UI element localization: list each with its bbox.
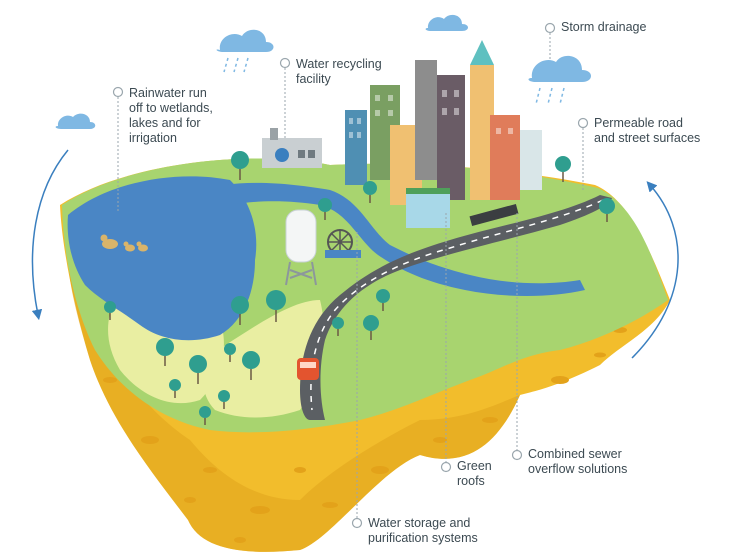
city-buildings — [345, 40, 542, 228]
car-icon — [297, 358, 319, 380]
lake — [67, 176, 585, 341]
leader-lines — [117, 33, 584, 520]
tree-icon — [104, 151, 615, 425]
water-wheel-icon — [325, 229, 361, 258]
road — [300, 195, 612, 420]
duck-icon — [100, 234, 148, 252]
label-water-recycling: Water recycling facility — [296, 57, 382, 86]
recycle-icon — [275, 148, 289, 162]
label-green-roofs: Green roofs — [457, 459, 492, 488]
cloud-icon — [425, 14, 468, 31]
recycling-facility — [262, 128, 322, 168]
cloud-icon — [55, 113, 96, 129]
sponge-pores — [103, 327, 627, 543]
label-water-storage: Water storage and purification systems — [368, 516, 478, 545]
leader-endpoints — [112, 22, 589, 529]
arrow-icon — [31, 149, 69, 321]
label-combined-sewer: Combined sewer overflow solutions — [528, 447, 628, 476]
cloud-rain-icon — [528, 55, 591, 105]
label-permeable-road: Permeable road and street surfaces — [594, 116, 701, 145]
arrow-icon — [631, 181, 679, 359]
label-storm-drainage: Storm drainage — [561, 20, 647, 34]
label-rainwater-runoff: Rainwater run off to wetlands, lakes and… — [129, 86, 213, 145]
cloud-rain-icon — [216, 29, 274, 73]
water-tower-icon — [285, 209, 317, 286]
